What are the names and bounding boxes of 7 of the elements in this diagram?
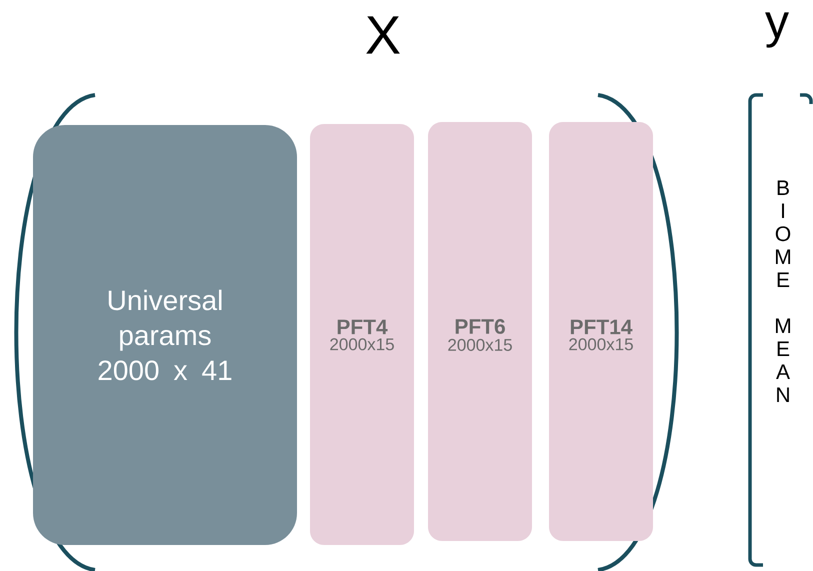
vertical-text: BIOME MEAN [776,180,790,402]
pft-block: PFT4 2000x15 [310,124,414,545]
parameter-block: Universal params 2000 x 41 [33,125,297,545]
axis-letter: X [366,16,400,54]
pft-block: PFT6 2000x15 [428,122,532,541]
pft-block: PFT14 2000x15 [549,122,653,541]
axis-letter: y [765,12,789,48]
